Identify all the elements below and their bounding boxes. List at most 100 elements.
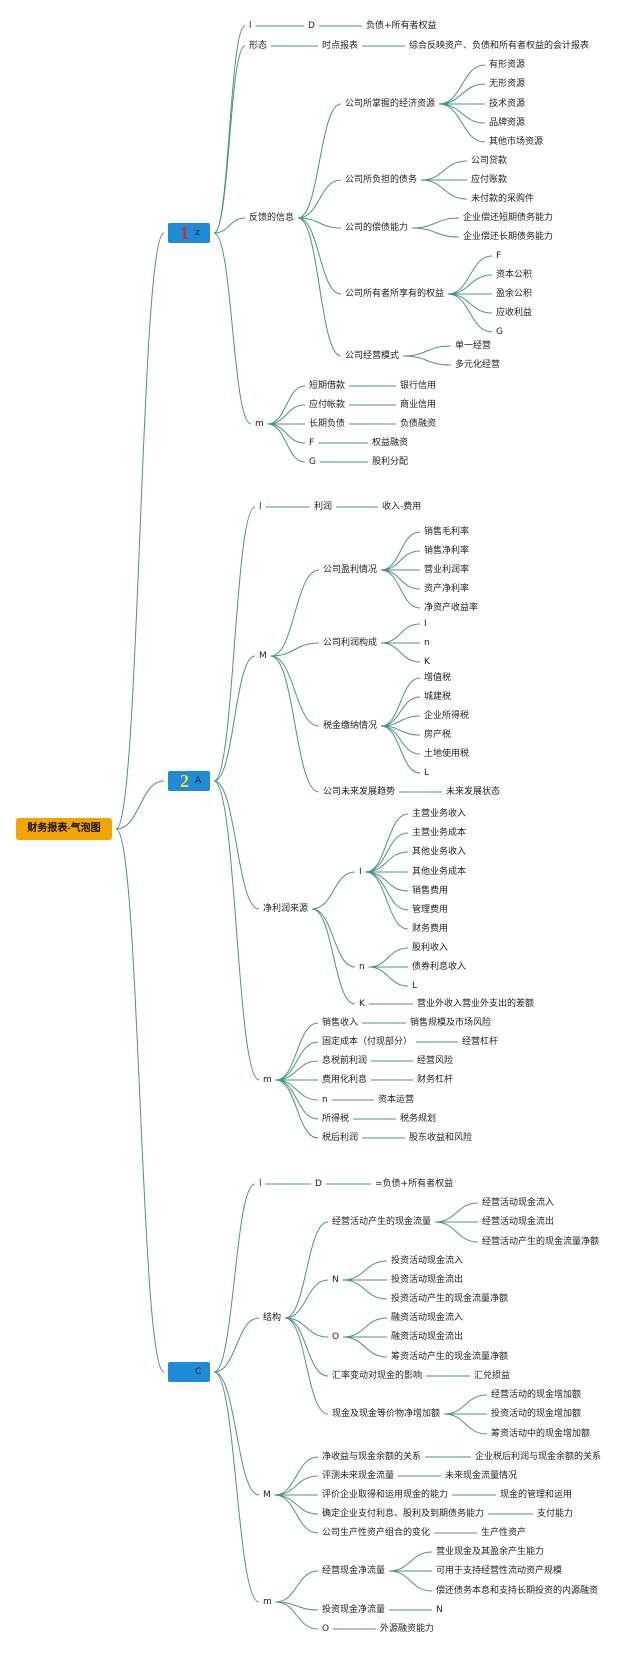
node-label[interactable]: 销售收入 — [322, 1018, 359, 1028]
node-label[interactable]: 企业偿还短期债务能力 — [463, 213, 554, 223]
node-label[interactable]: 外源融资能力 — [380, 1624, 435, 1634]
node-label[interactable]: m — [263, 1597, 272, 1607]
node-label[interactable]: 经营活动产生的现金流量 — [332, 1217, 432, 1227]
node-label[interactable]: 支付能力 — [537, 1509, 574, 1519]
node-label[interactable]: 股利收入 — [412, 943, 449, 953]
node-label[interactable]: 现金的管理和运用 — [500, 1490, 573, 1500]
node-label[interactable]: O — [332, 1332, 340, 1342]
node-label[interactable]: 经营活动现金流出 — [482, 1217, 555, 1227]
node-label[interactable]: 销售费用 — [412, 886, 449, 896]
node-label[interactable]: 技术资源 — [489, 99, 526, 109]
node-label[interactable]: 销售净利率 — [424, 546, 470, 556]
hub-node-3[interactable]: C — [168, 1362, 210, 1382]
node-label[interactable]: G — [309, 457, 316, 467]
node-label[interactable]: 所得税 — [322, 1114, 350, 1124]
node-label[interactable]: 单一经营 — [455, 341, 492, 351]
node-label[interactable]: 主营业务成本 — [412, 828, 467, 838]
node-label[interactable]: 综合反映资产、负债和所有者权益的会计报表 — [409, 41, 590, 51]
node-label[interactable]: 净利润来源 — [263, 904, 309, 914]
node-label[interactable]: 时点报表 — [322, 41, 359, 51]
node-label[interactable]: 偿还债务本息和支持长期投资的内源融资 — [436, 1586, 599, 1596]
node-label[interactable]: 公司生产性资产组合的变化 — [322, 1528, 431, 1538]
node-label[interactable]: 公司利润构成 — [323, 638, 378, 648]
node-label[interactable]: 融资活动现金流入 — [391, 1313, 464, 1323]
node-label[interactable]: l — [259, 1179, 262, 1189]
node-label[interactable]: 房产税 — [424, 730, 452, 740]
node-label[interactable]: 企业所得税 — [424, 711, 470, 721]
node-label[interactable]: 经营杠杆 — [462, 1037, 499, 1047]
node-label[interactable]: 现金及现金等价物净增加额 — [332, 1409, 441, 1419]
node-label[interactable]: 多元化经营 — [455, 360, 501, 370]
node-label[interactable]: D — [308, 21, 315, 31]
node-label[interactable]: 融资活动现金流出 — [391, 1332, 464, 1342]
node-label[interactable]: 未来现金流量情况 — [445, 1471, 518, 1481]
node-label[interactable]: I — [424, 619, 427, 629]
node-label[interactable]: 经营活动产生的现金流量净额 — [482, 1237, 600, 1247]
node-label[interactable]: 费用化利息 — [322, 1075, 368, 1085]
node-label[interactable]: n — [359, 962, 365, 972]
node-label[interactable]: G — [496, 327, 503, 337]
node-label[interactable]: 管理费用 — [412, 905, 449, 915]
node-label[interactable]: 经营活动现金流入 — [482, 1198, 555, 1208]
node-label[interactable]: n — [424, 638, 430, 648]
node-label[interactable]: 企业偿还长期债务能力 — [463, 232, 554, 242]
hub-node-2[interactable]: 2 A — [168, 771, 210, 791]
node-label[interactable]: 增值税 — [424, 673, 452, 683]
node-label[interactable]: M — [263, 1490, 271, 1500]
node-label[interactable]: O — [322, 1624, 330, 1634]
node-label[interactable]: K — [424, 657, 430, 667]
node-label[interactable]: =负债+所有者权益 — [375, 1179, 454, 1189]
node-label[interactable]: 应付帐款 — [309, 400, 346, 410]
node-label[interactable]: 利润 — [314, 502, 333, 512]
node-label[interactable]: 负债融资 — [400, 419, 437, 429]
node-label[interactable]: 资产净利率 — [424, 584, 470, 594]
node-label[interactable]: 股利分配 — [372, 457, 409, 467]
node-label[interactable]: 其他业务收入 — [412, 847, 467, 857]
node-label[interactable]: 营业现金及其盈余产生能力 — [436, 1547, 545, 1557]
node-label[interactable]: l — [259, 502, 262, 512]
node-label[interactable]: 权益融资 — [372, 438, 409, 448]
node-label[interactable]: 税后利润 — [322, 1133, 359, 1143]
node-label[interactable]: 企业税后利润与现金余额的关系 — [475, 1452, 602, 1462]
node-label[interactable]: L — [412, 981, 418, 991]
node-label[interactable]: m — [255, 419, 264, 429]
node-label[interactable]: 形态 — [249, 41, 268, 51]
node-label[interactable]: 资本运营 — [378, 1095, 415, 1105]
node-label[interactable]: 税务规划 — [400, 1114, 437, 1124]
node-label[interactable]: 公司盈利情况 — [323, 565, 378, 575]
node-label[interactable]: 应收利益 — [496, 308, 533, 318]
node-label[interactable]: 未来发展状态 — [446, 787, 501, 797]
node-label[interactable]: 投资活动产生的现金流量净额 — [391, 1294, 509, 1304]
node-label[interactable]: 长期负债 — [309, 419, 346, 429]
node-label[interactable]: 生产性资产 — [481, 1528, 527, 1538]
node-label[interactable]: 汇率变动对现金的影响 — [332, 1371, 423, 1381]
node-label[interactable]: 公司的偿债能力 — [345, 223, 409, 233]
node-label[interactable]: 公司贷款 — [471, 156, 508, 166]
node-label[interactable]: 负债+所有者权益 — [366, 21, 437, 31]
node-label[interactable]: 应付账款 — [471, 175, 508, 185]
node-label[interactable]: 品牌资源 — [489, 118, 526, 128]
node-label[interactable]: 资本公积 — [496, 270, 533, 280]
node-label[interactable]: 投资活动现金流入 — [391, 1256, 464, 1266]
node-label[interactable]: 公司经营模式 — [345, 351, 400, 361]
node-label[interactable]: 税金缴纳情况 — [323, 721, 378, 731]
node-label[interactable]: m — [263, 1075, 272, 1085]
node-label[interactable]: 营业外收入营业外支出的差额 — [417, 999, 535, 1009]
node-label[interactable]: l — [249, 21, 252, 31]
node-label[interactable]: 销售毛利率 — [424, 527, 470, 537]
node-label[interactable]: 可用于支持经营性流动资产规模 — [436, 1566, 563, 1576]
node-label[interactable]: 其他市场资源 — [489, 137, 544, 147]
node-label[interactable]: 盈余公积 — [496, 289, 533, 299]
node-label[interactable]: 有形资源 — [489, 60, 526, 70]
node-label[interactable]: 公司所负担的债务 — [345, 175, 418, 185]
node-label[interactable]: 固定成本（付现部分） — [322, 1037, 413, 1047]
node-label[interactable]: 汇兑损益 — [474, 1371, 511, 1381]
hub-node-1[interactable]: 1 z — [168, 223, 210, 243]
node-label[interactable]: N — [332, 1275, 339, 1285]
node-label[interactable]: 息税前利润 — [322, 1056, 368, 1066]
node-label[interactable]: 经营风险 — [417, 1056, 454, 1066]
node-label[interactable]: 土地使用税 — [424, 749, 470, 759]
node-label[interactable]: K — [359, 999, 365, 1009]
node-label[interactable]: 债券利息收入 — [412, 962, 467, 972]
node-label[interactable]: 营业利润率 — [424, 565, 470, 575]
